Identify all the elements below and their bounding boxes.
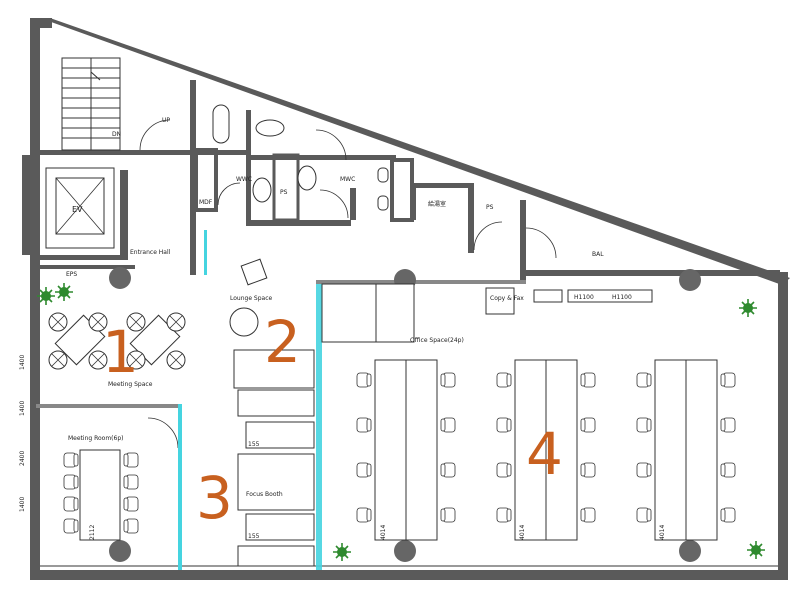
entrance-glass	[204, 230, 207, 275]
desk-chair	[636, 372, 652, 388]
lounge-label: Lounge Space	[230, 295, 273, 302]
zone-number-2: 2	[264, 308, 301, 376]
columns	[109, 267, 701, 562]
booth-size-label-1: 155	[248, 441, 260, 448]
desk-chair	[580, 417, 596, 433]
desk-chair	[356, 507, 372, 523]
desk-chair	[496, 507, 512, 523]
desk-clusters	[356, 359, 736, 541]
office-equipment	[485, 287, 653, 315]
focus-booth-label: Focus Booth	[246, 491, 283, 498]
booth-size-label-2: 155	[248, 533, 260, 540]
desk-chair	[720, 462, 736, 478]
eps-label: EPS	[66, 271, 77, 278]
ps-label-2: PS	[486, 204, 494, 211]
desk-chair	[440, 372, 456, 388]
desk-chair	[440, 462, 456, 478]
elevator-label: EV	[72, 205, 83, 214]
core-walls	[22, 80, 780, 570]
meeting-space-label: Meeting Space	[108, 381, 153, 388]
pantry-label: 給湯室	[428, 200, 446, 208]
desk-size-label-3: 4014	[659, 525, 666, 540]
h1100-label-a: H1100	[574, 294, 594, 301]
desk-size-label-2: 4014	[519, 525, 526, 540]
outer-walls	[30, 18, 790, 580]
copy-fax-label: Copy & Fax	[490, 295, 524, 302]
mdf-label: MDF	[199, 199, 213, 206]
desk-chair	[496, 417, 512, 433]
zone-number-1: 1	[102, 318, 139, 386]
desk-size-label-1: 4014	[380, 525, 387, 540]
desk-chair	[720, 417, 736, 433]
desk-chair	[580, 507, 596, 523]
meeting-space-furniture	[48, 312, 186, 370]
meeting-room-label: Meeting Room(6p)	[68, 435, 124, 442]
window-dim-3: 2400	[19, 451, 26, 466]
desk-chair	[636, 417, 652, 433]
staircase	[61, 57, 121, 151]
entrance-hall-label: Entrance Hall	[130, 249, 171, 256]
balcony-label: BAL	[592, 251, 604, 258]
lounge-furniture	[229, 258, 415, 389]
focus-booths	[237, 389, 315, 567]
desk-chair	[636, 462, 652, 478]
window-dim-1: 1400	[19, 355, 26, 370]
desk-chair	[720, 507, 736, 523]
office-space-label: Office Space(24p)	[410, 337, 464, 344]
desk-chair	[356, 417, 372, 433]
zone-number-3: 3	[196, 464, 233, 532]
meeting-room	[36, 404, 182, 570]
elevator	[45, 167, 115, 249]
mwc-label: MWC	[340, 176, 355, 183]
ps-label-1: PS	[280, 189, 288, 196]
toilets	[212, 104, 389, 211]
zone-number-4: 4	[526, 420, 563, 488]
stair-down-label: DN	[112, 131, 121, 138]
desk-chair	[496, 372, 512, 388]
desk-chair	[440, 417, 456, 433]
h1100-label-b: H1100	[612, 294, 632, 301]
table-size-label: 2112	[89, 525, 96, 540]
window-dim-2: 1400	[19, 401, 26, 416]
desk-chair	[580, 462, 596, 478]
desk-chair	[720, 372, 736, 388]
desk-chair	[440, 507, 456, 523]
desk-chair	[356, 462, 372, 478]
wwc-label: WWC	[236, 176, 252, 183]
desk-chair	[496, 462, 512, 478]
desk-chair	[356, 372, 372, 388]
window-dim-4: 1400	[19, 497, 26, 512]
desk-chair	[636, 507, 652, 523]
desk-chair	[580, 372, 596, 388]
